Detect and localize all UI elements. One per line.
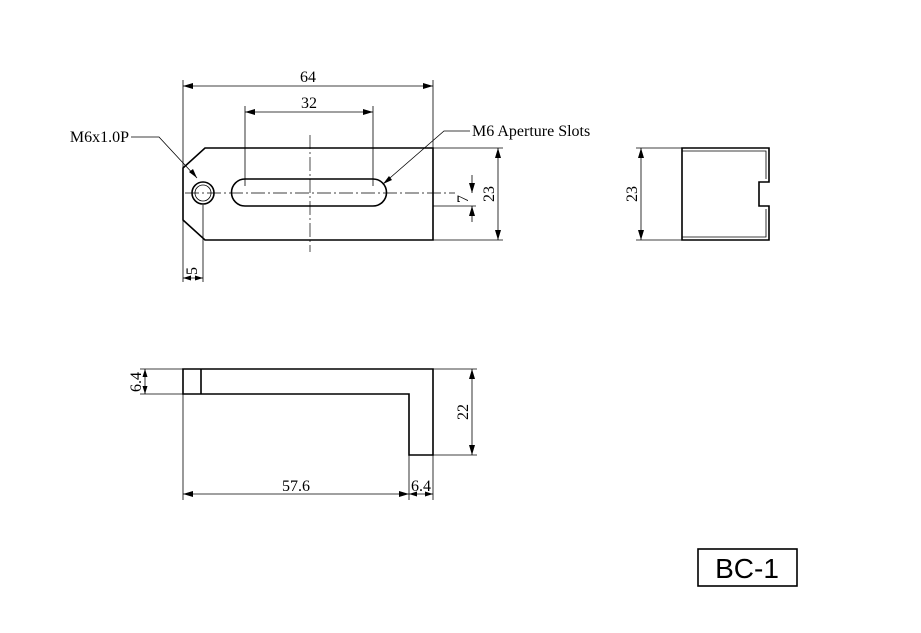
dim-overall-length-label: 64 bbox=[300, 69, 316, 86]
aperture-slot bbox=[230, 178, 388, 207]
dim-height-label: 23 bbox=[481, 186, 498, 202]
top-view: 64 32 7 23 bbox=[70, 69, 590, 282]
end-view-outline bbox=[681, 147, 770, 241]
dim-slot-offset: 7 bbox=[433, 175, 476, 222]
side-view: 6.4 22 57.6 6.4 bbox=[128, 368, 477, 500]
callout-thread: M6x1.0P bbox=[70, 129, 198, 179]
dim-hole-offset-label: 5 bbox=[184, 267, 201, 275]
dim-thickness: 6.4 bbox=[128, 368, 183, 395]
callout-slot-label: M6 Aperture Slots bbox=[472, 123, 590, 140]
dim-leg-thickness-label: 6.4 bbox=[411, 478, 431, 495]
dim-hole-offset: 5 bbox=[182, 205, 204, 282]
dim-end-height: 23 bbox=[624, 147, 682, 241]
callout-slot: M6 Aperture Slots bbox=[382, 123, 590, 185]
dim-end-height-label: 23 bbox=[624, 186, 641, 202]
dim-slot-offset-label: 7 bbox=[455, 195, 472, 203]
dim-base-length: 57.6 6.4 bbox=[182, 394, 434, 500]
dim-slot-span-label: 32 bbox=[301, 95, 317, 112]
dim-leg-height: 22 bbox=[433, 368, 477, 456]
top-view-outline bbox=[182, 147, 434, 241]
side-view-outline bbox=[182, 368, 434, 456]
dim-base-length-label: 57.6 bbox=[282, 478, 310, 495]
dim-thickness-label: 6.4 bbox=[128, 372, 145, 392]
dim-overall-length: 64 bbox=[182, 69, 434, 168]
callout-thread-label: M6x1.0P bbox=[70, 129, 129, 146]
dim-slot-span: 32 bbox=[244, 95, 374, 186]
model-label: BC-1 bbox=[715, 553, 779, 584]
end-view-inner-line bbox=[682, 150, 767, 238]
dim-leg-height-label: 22 bbox=[455, 404, 472, 420]
end-view: 23 bbox=[624, 147, 770, 241]
model-label-box: BC-1 bbox=[697, 548, 798, 587]
dim-height: 23 bbox=[433, 147, 503, 241]
